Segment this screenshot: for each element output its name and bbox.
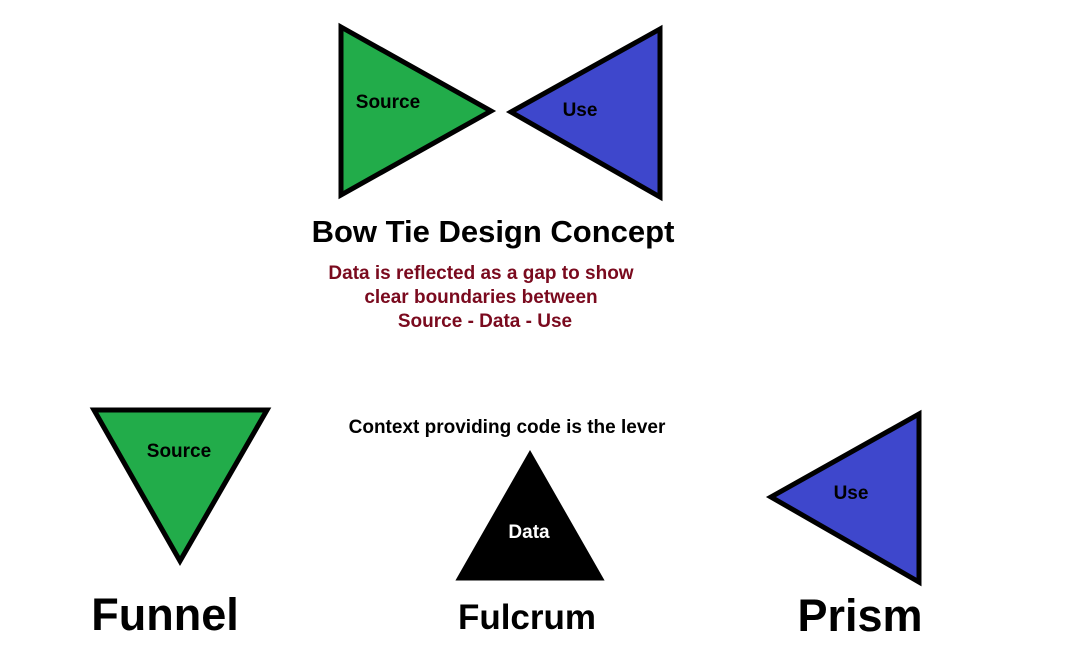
bowtie-use-label: Use [563, 100, 598, 121]
funnel-title: Funnel [91, 589, 238, 640]
bowtie-description-line-1: Data is reflected as a gap to show [328, 263, 633, 284]
prism-triangle [765, 409, 922, 587]
bowtie-title: Bow Tie Design Concept [312, 214, 675, 249]
bowtie-description-line-3: Source - Data - Use [398, 311, 572, 332]
prism-shape-label: Use [834, 483, 869, 504]
funnel-shape-label: Source [147, 441, 211, 462]
fulcrum-shape-label: Data [508, 522, 550, 543]
fulcrum-title: Fulcrum [458, 598, 596, 637]
prism-title: Prism [797, 590, 922, 641]
funnel-triangle [89, 407, 272, 567]
fulcrum-caption: Context providing code is the lever [349, 417, 666, 438]
fulcrum-triangle [455, 449, 605, 581]
bowtie-use-triangle [505, 24, 663, 202]
bowtie-source-triangle [338, 22, 497, 200]
bowtie-source-label: Source [356, 92, 420, 113]
bowtie-description-line-2: clear boundaries between [364, 287, 597, 308]
